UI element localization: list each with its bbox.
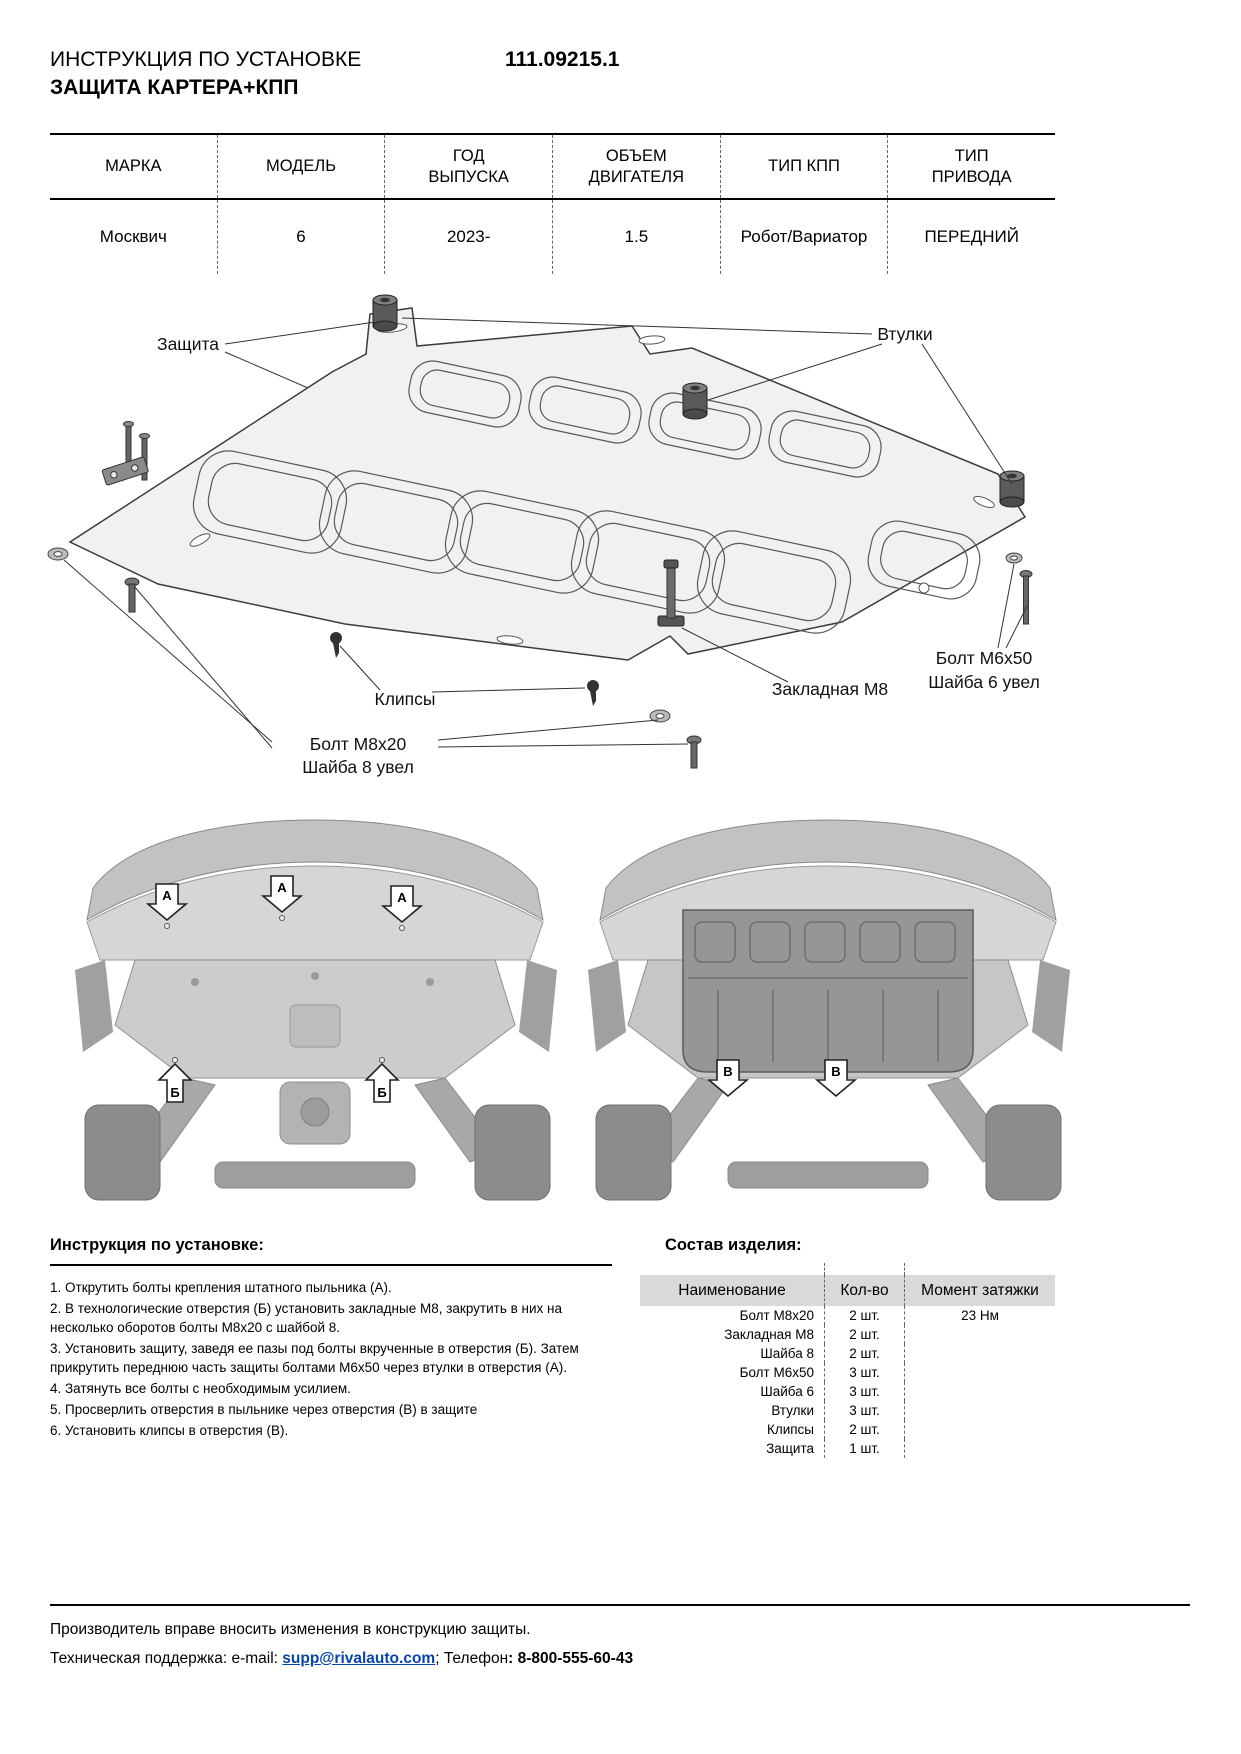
part-number: 111.09215.1 [505,48,620,71]
parts-table: Наименование Кол-во Момент затяжки Болт … [640,1263,1055,1458]
bushing-icon [372,294,1025,508]
underbody-before-illustration: А А А Б Б [75,819,557,1201]
svg-text:Б: Б [170,1085,179,1100]
instruction-step: 6. Установить клипсы в отверстия (В). [50,1423,289,1438]
support-label: Техническая поддержка: e-mail: [50,1650,283,1667]
instruction-step: 5. Просверлить отверстия в пыльнике чере… [50,1402,478,1417]
divider [50,1264,612,1266]
spec-value-engine: 1.5 [553,200,721,274]
support-line: Техническая поддержка: e-mail: supp@riva… [50,1648,1190,1670]
spec-table: МАРКА МОДЕЛЬ ГОД ВЫПУСКА ОБЪЕМ ДВИГАТЕЛЯ… [50,133,1055,274]
marker-v-arrow: В [706,1059,750,1098]
svg-text:А: А [277,880,287,895]
title-line-2: ЗАЩИТА КАРТЕРА+КПП [50,76,299,99]
shield-plate [68,307,1027,661]
parts-col-torque: Момент затяжки [921,1281,1039,1299]
spec-value-model: 6 [218,200,386,274]
spec-header-gearbox: ТИП КПП [721,135,889,198]
installed-shield [682,909,974,1073]
bolt-m8-icon [686,735,702,769]
spec-header-drive: ТИП ПРИВОДА [931,146,1012,186]
svg-text:А: А [162,888,172,903]
bolt-m8-icon [124,577,140,613]
label-washer-8: Шайба 8 увел [302,757,414,777]
spec-header-model: МОДЕЛЬ [218,135,386,198]
svg-text:А: А [397,890,407,905]
label-bushings: Втулки [877,324,932,344]
spec-table-header-row: МАРКА МОДЕЛЬ ГОД ВЫПУСКА ОБЪЕМ ДВИГАТЕЛЯ… [50,135,1055,200]
bolt-m6-icon [1019,570,1033,625]
support-email-link[interactable]: supp@rivalauto.com [282,1650,436,1667]
title-line-1: ИНСТРУКЦИЯ ПО УСТАНОВКЕ [50,48,362,71]
parts-col-name: Наименование [640,1275,825,1306]
spec-header-engine: ОБЪЕМ ДВИГАТЕЛЯ [553,135,721,198]
label-washer-6: Шайба 6 увел [928,672,1040,692]
separator: ; [435,1650,444,1667]
spec-value-drive: ПЕРЕДНИЙ [924,227,1019,247]
phone-label: Телефон [443,1650,509,1667]
hardware-icons [47,547,1033,769]
washer8-icon [649,709,671,723]
clip-icon [587,680,599,706]
marker-a-arrow: А [145,883,189,922]
svg-text:Б: Б [377,1085,386,1100]
manufacturer-note: Производитель вправе вносить изменения в… [50,1621,531,1638]
washer8-icon [47,547,69,561]
marker-a-arrow: А [380,885,424,924]
spec-value-year: 2023- [385,200,554,274]
front-bolts-icon [101,421,150,486]
instruction-step: 3. Установить защиту, заведя ее пазы под… [50,1341,579,1375]
label-shield: Защита [157,334,219,354]
instruction-step: 2. В технологические отверстия (Б) устан… [50,1301,562,1335]
label-bolt-m6: Болт М6х50 [936,648,1033,668]
plate-recesses [192,360,981,634]
spec-value-gearbox: Робот/Вариатор [721,200,889,274]
spec-table-values-row: Москвич 6 2023- 1.5 Робот/Вариатор ПЕРЕД… [50,200,1055,274]
parts-col-qty: Кол-во [825,1275,905,1306]
spec-header-year: ГОД ВЫПУСКА [385,135,554,198]
spec-header-brand: МАРКА [50,135,218,198]
instruction-step: 1. Открутить болты крепления штатного пы… [50,1280,392,1295]
leader-lines [63,317,1028,749]
assembly-diagram: Защита Втулки Клипсы Болт М8х20 Шайба 8 … [47,294,1040,777]
marker-v-arrow: В [814,1059,858,1098]
label-clips: Клипсы [375,689,436,709]
svg-text:В: В [831,1064,840,1079]
marker-b-arrow: Б [157,1062,193,1103]
parts-table-stub [640,1263,1055,1275]
phone-number: : 8-800-555-60-43 [508,1650,634,1667]
marker-b-arrow: Б [364,1062,400,1103]
clip-icon [330,632,342,658]
spec-value-brand: Москвич [50,200,218,274]
instructions-title: Инструкция по установке: [50,1236,264,1254]
parts-list: Состав изделия: Наименование Кол-во Моме… [640,1236,1055,1458]
parts-table-header: Наименование Кол-во Момент затяжки [640,1275,1055,1306]
underbody-after-illustration: В В [588,819,1070,1201]
embed-nut-icon [657,559,685,627]
instruction-step: 4. Затянуть все болты с необходимым усил… [50,1381,351,1396]
label-embed-nut: Закладная М8 [772,679,888,699]
footer: Производитель вправе вносить изменения в… [50,1604,1190,1670]
parts-title: Состав изделия: [665,1236,802,1254]
washer6-icon [1005,552,1023,564]
svg-text:В: В [723,1064,732,1079]
marker-a-arrow: А [260,875,304,914]
installation-instructions: Инструкция по установке: 1. Открутить бо… [50,1236,612,1442]
document-title: ИНСТРУКЦИЯ ПО УСТАНОВКЕ ЗАЩИТА КАРТЕРА+К… [50,46,361,102]
label-bolt-m8: Болт М8х20 [310,734,407,754]
